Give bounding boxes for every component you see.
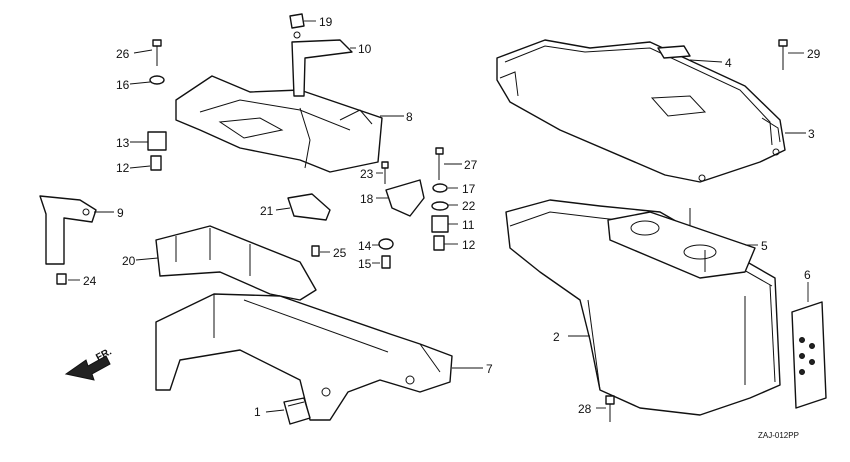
part-25-bolt bbox=[311, 245, 320, 257]
callout-23: 23 bbox=[360, 167, 374, 181]
callout-26: 26 bbox=[116, 47, 130, 61]
part-9-bracket bbox=[39, 195, 97, 265]
callout-22: 22 bbox=[462, 199, 476, 213]
callout-10: 10 bbox=[358, 42, 372, 56]
part-3-cover bbox=[496, 39, 786, 183]
part-19-clip bbox=[289, 13, 305, 39]
callout-24: 24 bbox=[83, 274, 97, 288]
callout-9: 9 bbox=[117, 206, 124, 220]
callout-14: 14 bbox=[358, 239, 372, 253]
callout-16: 16 bbox=[116, 78, 130, 92]
callout-20: 20 bbox=[122, 254, 136, 268]
part-17-washer bbox=[432, 183, 448, 193]
callout-17: 17 bbox=[462, 182, 476, 196]
callout-19: 19 bbox=[319, 15, 333, 29]
part-27-bolt bbox=[435, 147, 444, 180]
part-24-bolt bbox=[56, 273, 67, 285]
part-5-gasket bbox=[607, 208, 756, 279]
callout-11: 11 bbox=[462, 218, 475, 232]
part-12-collar-left bbox=[150, 155, 162, 171]
part-13-mount bbox=[147, 131, 167, 151]
callout-29: 29 bbox=[807, 47, 821, 61]
part-21-bracket bbox=[287, 193, 331, 221]
callout-18: 18 bbox=[360, 192, 374, 206]
callout-21: 21 bbox=[260, 204, 274, 218]
part-23-bolt bbox=[381, 161, 389, 184]
part-12-collar-right bbox=[433, 235, 445, 251]
callout-28: 28 bbox=[578, 402, 592, 416]
callout-7: 7 bbox=[486, 362, 493, 376]
part-10-bracket bbox=[291, 39, 353, 97]
callout-12-left: 12 bbox=[116, 161, 130, 175]
part-20-tray bbox=[155, 225, 317, 301]
leader-lines bbox=[68, 20, 809, 413]
part-1-block bbox=[283, 397, 311, 425]
callout-3: 3 bbox=[808, 127, 815, 141]
callout-25: 25 bbox=[333, 246, 347, 260]
callouts: 1 2 3 4 5 6 7 8 9 10 11 12 12 13 14 15 1… bbox=[83, 15, 821, 419]
part-15-collar bbox=[381, 255, 391, 269]
part-26-bolt bbox=[152, 39, 162, 66]
callout-2: 2 bbox=[553, 330, 560, 344]
drawing-code: ZAJ-012PP bbox=[758, 431, 799, 440]
callout-4: 4 bbox=[725, 56, 732, 70]
part-6-panel bbox=[791, 301, 827, 409]
direction-label: FR. bbox=[94, 346, 114, 363]
part-14-grommet bbox=[378, 238, 394, 250]
direction-arrow-icon: FR. bbox=[64, 346, 114, 381]
callout-8: 8 bbox=[406, 110, 413, 124]
part-4-plate bbox=[657, 45, 691, 59]
part-18-bracket bbox=[385, 179, 425, 217]
part-7-bracket bbox=[155, 293, 453, 421]
callout-15: 15 bbox=[358, 257, 372, 271]
callout-12-right: 12 bbox=[462, 238, 476, 252]
callout-1: 1 bbox=[254, 405, 261, 419]
callout-6: 6 bbox=[804, 268, 811, 282]
part-22-washer bbox=[431, 201, 449, 211]
callout-13: 13 bbox=[116, 136, 130, 150]
part-28-bolt bbox=[605, 395, 615, 422]
callout-27: 27 bbox=[464, 158, 478, 172]
part-29-screw bbox=[778, 39, 788, 70]
part-16-washer bbox=[149, 75, 165, 85]
part-11-mount bbox=[431, 215, 449, 233]
part-8-bracket bbox=[175, 75, 383, 173]
callout-5: 5 bbox=[761, 239, 768, 253]
